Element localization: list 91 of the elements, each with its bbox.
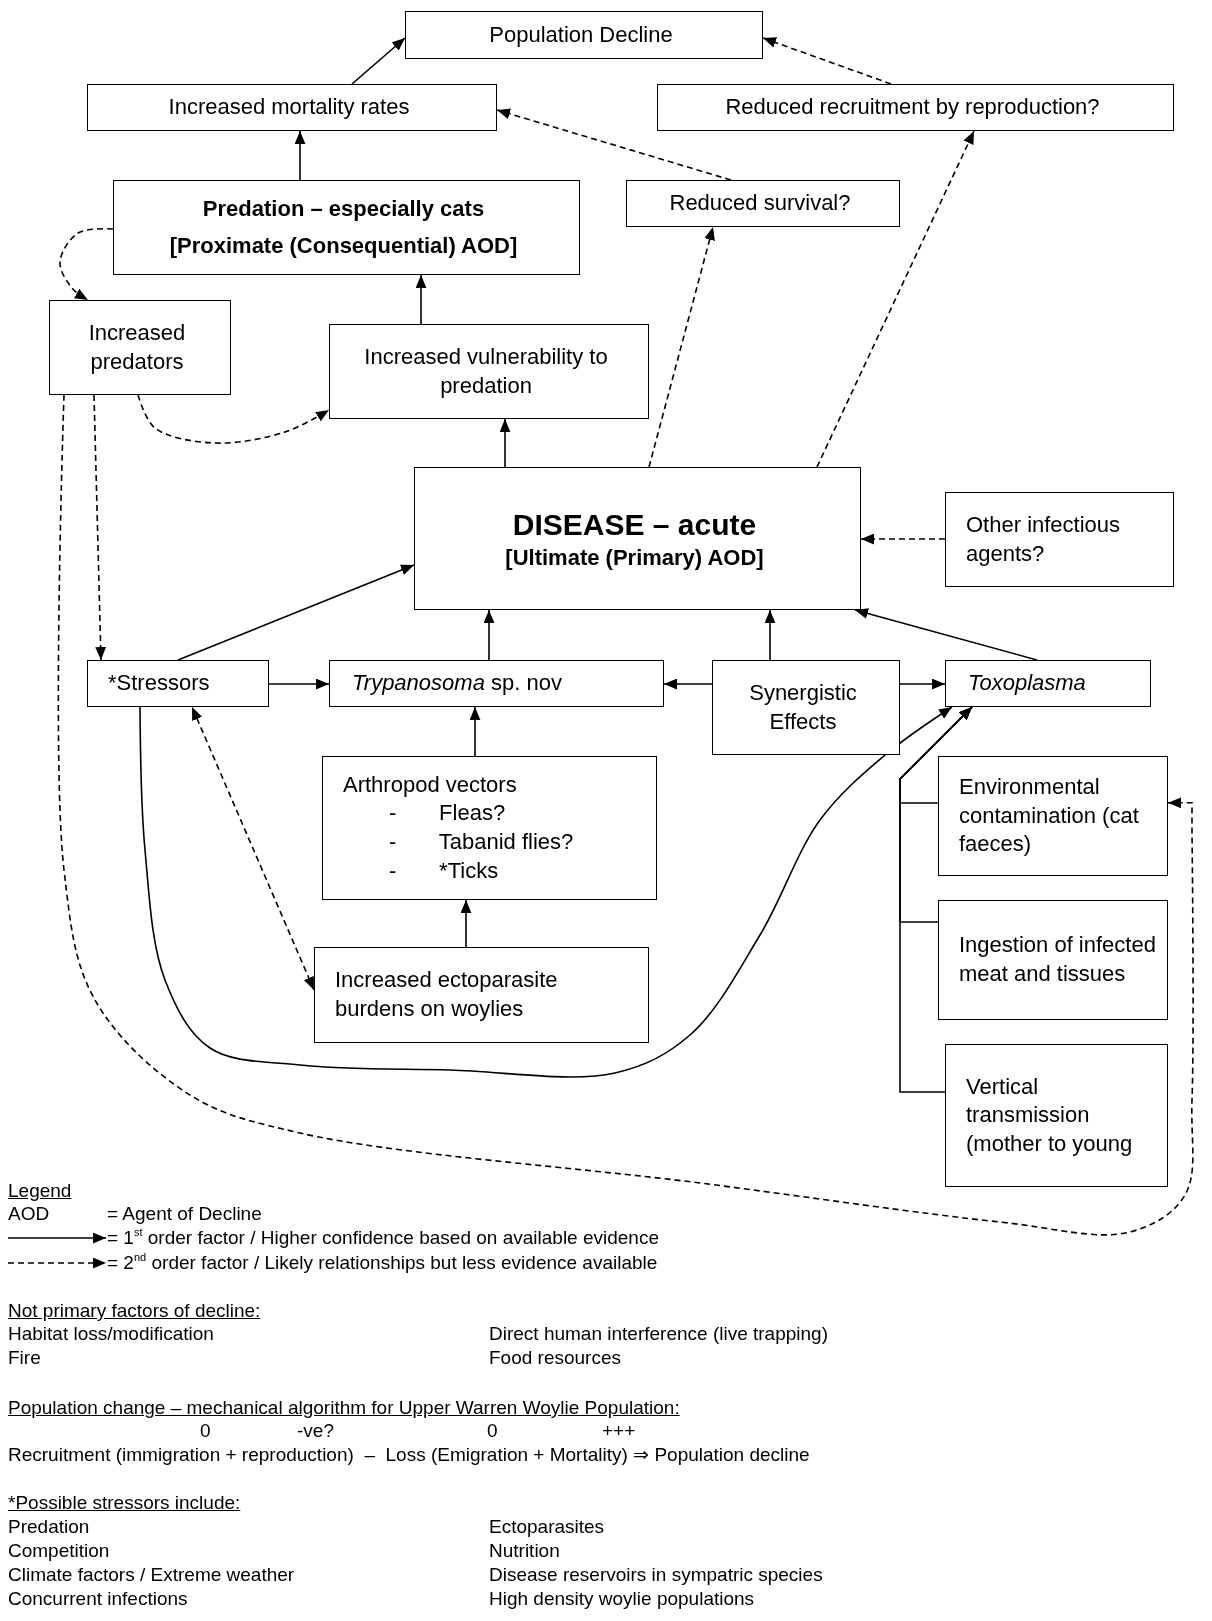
- note-text: High density woylie populations: [489, 1588, 755, 1610]
- box-label: Increased mortality rates: [167, 93, 411, 122]
- box-label: Increased vulnerability to predation: [363, 342, 609, 400]
- box-label: Trypanosoma sp. nov: [352, 669, 563, 698]
- box-label: Other infectious agents?: [966, 510, 1122, 568]
- box-label: Predation – especially cats: [201, 194, 486, 223]
- arrow: [762, 37, 892, 85]
- box-label: Vertical transmission (mother to young: [966, 1072, 1134, 1158]
- process-box: [945, 1044, 1168, 1187]
- arrow: [268, 678, 330, 690]
- arrow: [469, 706, 481, 757]
- process-box: [322, 756, 657, 900]
- process-box: [938, 756, 1168, 876]
- note-text: Direct human interference (live trapping): [489, 1323, 828, 1345]
- note-text: Concurrent infections: [8, 1588, 188, 1610]
- note-text: Predation: [8, 1516, 90, 1538]
- box-label: DISEASE – acute: [511, 506, 758, 543]
- legend-text: = 1$^{st}$ order factor / Higher confidence based on available evidence: [107, 1227, 659, 1249]
- box-text: - Tabanid flies?: [388, 828, 575, 856]
- process-box: [87, 84, 497, 131]
- arrow: [860, 533, 946, 545]
- arrow: [496, 108, 732, 181]
- process-box: [49, 300, 231, 395]
- arrow: [93, 394, 107, 661]
- process-box: [657, 84, 1174, 131]
- box-text: [Ultimate (Primary) AOD]: [504, 543, 765, 572]
- section-heading: Not primary factors of decline:: [8, 1300, 261, 1322]
- arrow: [415, 274, 427, 325]
- arrow: [351, 37, 406, 85]
- note-text: Nutrition: [489, 1540, 560, 1562]
- arrow: [59, 228, 114, 301]
- arrow: [137, 394, 330, 444]
- note-text: Fire: [8, 1347, 41, 1369]
- note-text: AOD: [8, 1203, 50, 1225]
- arrow: [663, 678, 713, 690]
- box-label: Increased ectoparasite burdens on woylies: [335, 966, 559, 1023]
- box-label: Increased predators: [87, 318, 187, 376]
- process-box: [945, 660, 1151, 707]
- process-box: [626, 180, 900, 227]
- note-text: Competition: [8, 1540, 110, 1562]
- arrow: [648, 226, 715, 468]
- process-box: [712, 660, 900, 755]
- note-text: 0: [200, 1420, 211, 1442]
- box-label: *Stressors: [108, 669, 211, 698]
- box-label: Environmental contamination (cat faeces): [959, 773, 1140, 859]
- arrow: [57, 394, 1194, 1236]
- arrow: [294, 130, 306, 181]
- process-box: [938, 900, 1168, 1020]
- arrow: [899, 706, 973, 1093]
- arrow: [460, 899, 472, 948]
- arrow: [177, 564, 415, 661]
- arrow: [764, 609, 776, 661]
- note-text: Habitat loss/modification: [8, 1323, 214, 1345]
- process-box: [945, 492, 1174, 587]
- section-heading: *Possible stressors include:: [8, 1492, 241, 1514]
- legend-text: = 2$^{nd}$ order factor / Likely relationships but less evidence available: [107, 1252, 658, 1274]
- box-label: Arthropod vectors: [343, 770, 518, 799]
- box-label: Toxoplasma: [968, 669, 1087, 698]
- box-label: Ingestion of infected meat and tissues: [959, 931, 1157, 988]
- box-text: [Proximate (Consequential) AOD]: [168, 231, 519, 260]
- process-box: [414, 467, 861, 610]
- note-text: Recruitment (immigration + reproduction) – Loss (Emigration + Mortality) ⇒ Population decline: [8, 1444, 810, 1466]
- process-box: [314, 947, 649, 1043]
- note-text: -ve?: [297, 1420, 334, 1442]
- note-text: +++: [602, 1420, 636, 1442]
- process-box: [329, 324, 649, 419]
- note-text: Climate factors / Extreme weather: [8, 1564, 295, 1586]
- box-label: Reduced recruitment by reproduction?: [724, 93, 1101, 122]
- box-text: - Fleas?: [388, 799, 507, 828]
- note-text: Food resources: [489, 1347, 621, 1369]
- arrow: [499, 418, 511, 468]
- section-heading: Legend: [8, 1180, 72, 1202]
- box-label: Synergistic Effects: [748, 678, 858, 736]
- arrow: [483, 609, 495, 661]
- process-box: [405, 11, 763, 59]
- arrow: [139, 706, 953, 1078]
- arrow: [854, 608, 1038, 661]
- note-text: 0: [487, 1420, 498, 1442]
- note-text: Ectoparasites: [489, 1516, 605, 1538]
- arrow: [899, 678, 946, 690]
- note-text: = Agent of Decline: [107, 1203, 262, 1225]
- box-label: Reduced survival?: [668, 189, 852, 218]
- note-text: Disease reservoirs in sympatric species: [489, 1564, 823, 1586]
- box-label: Population Decline: [488, 20, 674, 49]
- process-box: [329, 660, 664, 707]
- process-box: [113, 180, 580, 275]
- box-text: - *Ticks: [388, 856, 500, 885]
- section-heading: Population change – mechanical algorithm for Upper Warren Woylie Population:: [8, 1397, 680, 1419]
- arrow: [191, 706, 315, 991]
- arrow: [816, 130, 975, 468]
- process-box: [87, 660, 269, 707]
